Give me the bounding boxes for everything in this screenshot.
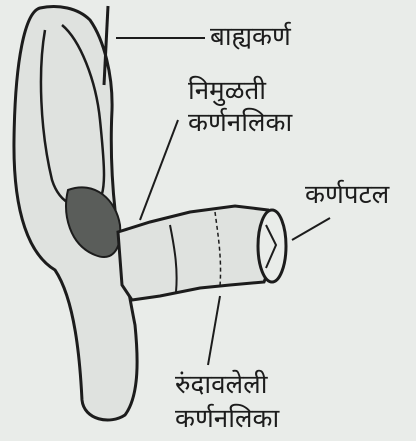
ear-canal bbox=[118, 206, 275, 300]
label-wide-canal-line1: रुंदावलेली bbox=[175, 370, 268, 400]
leader-wide-canal bbox=[208, 296, 220, 365]
eardrum-shape bbox=[258, 210, 286, 282]
leader-narrow-canal bbox=[140, 120, 178, 220]
label-wide-canal-line2: कर्णनलिका bbox=[175, 404, 279, 434]
label-narrow-canal-line1: निमुळती bbox=[188, 76, 266, 106]
label-narrow-canal-line2: कर्णनलिका bbox=[188, 108, 292, 138]
label-eardrum: कर्णपटल bbox=[305, 180, 389, 210]
label-outer-ear: बाह्यकर्ण bbox=[210, 22, 291, 52]
leader-eardrum bbox=[292, 218, 330, 240]
